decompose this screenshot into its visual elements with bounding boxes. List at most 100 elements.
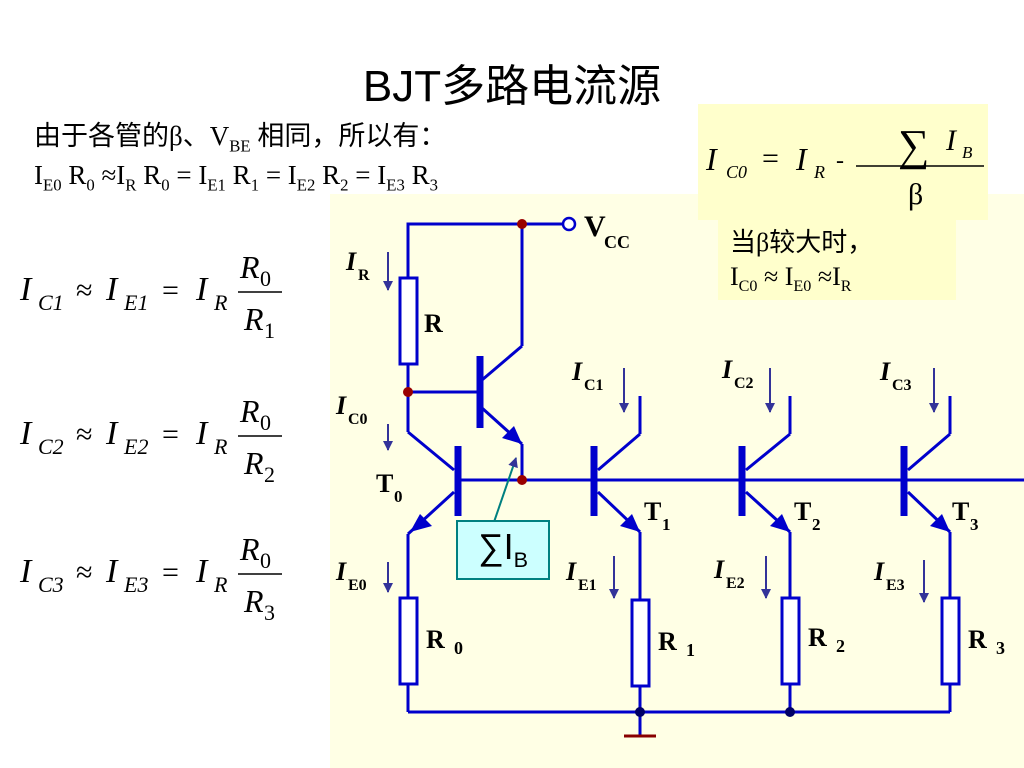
run: R (225, 160, 251, 190)
resistor-r-label: R (424, 309, 443, 338)
intro-line-2: IE0 R0 ≈IR R0 = IE1 R1 = IE2 R2 = IE3 R3 (34, 160, 438, 195)
run: R (315, 160, 341, 190)
t2-emitter-arrow (770, 514, 790, 532)
formula-approx: ≈ (76, 418, 92, 451)
fb-lhs: I (705, 141, 718, 177)
formula-ir-sub: R (213, 434, 228, 459)
formula-num: R (239, 393, 260, 429)
t1-emitter-arrow (620, 514, 640, 532)
formula-ic-sub: C2 (38, 434, 64, 459)
formula-ir-sub: R (213, 290, 228, 315)
transistor-bars (454, 356, 908, 516)
formula-ir: I (195, 271, 209, 308)
vcc-terminal (561, 216, 577, 232)
current-label-sub: C1 (584, 377, 604, 394)
current-label: I (721, 355, 733, 384)
formula-ie-sub: E1 (123, 290, 148, 315)
fb-den: β (908, 178, 923, 211)
formula-num: R (239, 531, 260, 567)
run: R (404, 160, 430, 190)
sum-ib-main: ∑I (477, 526, 514, 567)
run: E3 (386, 175, 405, 195)
run: R (136, 160, 162, 190)
vcc-label: V (584, 210, 606, 243)
formula-ie: I (105, 553, 119, 590)
current-label: I (713, 555, 725, 584)
formula-den: R (243, 445, 264, 481)
current-label-sub: C2 (734, 375, 754, 392)
formula-num-sub: 0 (260, 548, 271, 573)
run: I (34, 160, 43, 190)
intro-line-1-pre: 由于各管的β、V (34, 121, 230, 151)
formula-approx: ≈ (76, 556, 92, 589)
formula-ir-sub: R (213, 572, 228, 597)
formula-den-sub: 2 (264, 462, 275, 487)
emitter-resistor-label: R (426, 625, 445, 654)
helper-emitter-arrow (502, 426, 522, 444)
current-label-sub: C3 (892, 377, 912, 394)
sum-ib-pointer (493, 457, 518, 523)
formula-ic: I (19, 415, 33, 452)
sum-ib-sub: B (513, 547, 529, 573)
run: ≈I (94, 160, 126, 190)
current-label-sub: C0 (348, 411, 368, 428)
formula-ic: I (19, 553, 33, 590)
run: I (730, 262, 739, 291)
emitter-resistor-label: R (808, 623, 827, 652)
transistor-label: T (644, 497, 661, 526)
current-label: I (345, 247, 357, 276)
formula-box-content: I C0 = I R - ∑ I B β (705, 121, 984, 211)
current-label: I (565, 557, 577, 586)
run: 3 (429, 175, 438, 195)
vcc-label-sub: CC (604, 232, 630, 252)
circuit-nodes (403, 219, 795, 717)
note-line-2: IC0 ≈ IE0 ≈IR (730, 262, 852, 296)
current-label: I (879, 357, 891, 386)
run: ≈ I (757, 262, 794, 291)
emitter-resistor-label-sub: 2 (836, 636, 845, 656)
run: R (125, 175, 137, 195)
run: = I (348, 160, 387, 190)
emitter-resistor-label: R (968, 625, 987, 654)
transistor-label-sub: 3 (970, 515, 979, 534)
fb-minus: - (836, 148, 844, 174)
emitter-resistor-label-sub: 1 (686, 640, 695, 660)
current-label-sub: E2 (726, 575, 745, 592)
formula-box (698, 104, 988, 220)
intro-line-1-sub: BE (229, 136, 251, 156)
formula-ir: I (195, 415, 209, 452)
formula-ic-sub: C1 (38, 290, 64, 315)
run: E0 (793, 278, 812, 296)
formula-ie: I (105, 415, 119, 452)
run: 0 (161, 175, 170, 195)
wires (398, 222, 1024, 736)
transistor-label-sub: 1 (662, 515, 671, 534)
sum-ib-label: ∑IB (456, 526, 550, 573)
formula-approx: ≈ (76, 274, 92, 307)
formula-den: R (243, 583, 264, 619)
current-label-sub: E0 (348, 577, 367, 594)
transistor-label-sub: 2 (812, 515, 821, 534)
current-label-sub: E3 (886, 577, 905, 594)
formula-num: R (239, 249, 260, 285)
emitter-resistor-label: R (658, 627, 677, 656)
transistor-label: T (376, 469, 393, 498)
fb-rhs: I (795, 141, 808, 177)
current-label: I (873, 557, 885, 586)
formula-ir: I (195, 553, 209, 590)
intro-line-1-post: 相同，所以有： (250, 121, 447, 151)
fb-rhs-sub: R (813, 162, 825, 182)
current-label: I (571, 357, 583, 386)
formula-ie-sub: E3 (123, 572, 148, 597)
note-line-1: 当β较大时， (730, 228, 874, 257)
current-arrows (383, 252, 939, 603)
run: 0 (86, 175, 95, 195)
transistor-label-sub: 0 (394, 487, 403, 506)
transistor-label: T (794, 497, 811, 526)
sum-ib-box (456, 520, 550, 580)
run: E2 (296, 175, 316, 195)
current-label-sub: E1 (578, 577, 597, 594)
formula-eq: = (162, 556, 179, 589)
